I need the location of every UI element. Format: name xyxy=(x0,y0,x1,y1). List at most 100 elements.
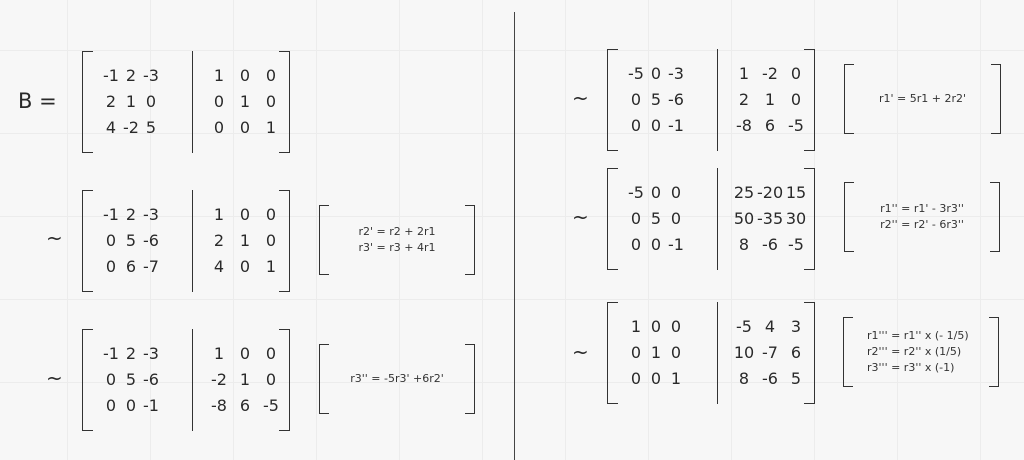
matrix-bracket-left xyxy=(82,190,93,292)
matrix-cell: 4 xyxy=(213,257,225,276)
matrix-cell: 6 xyxy=(764,116,776,135)
matrix-cell: 0 xyxy=(213,118,225,137)
matrix-cell: -2 xyxy=(123,118,139,137)
matrix-row: 8 -6 -5 xyxy=(731,233,809,257)
augment-divider-line xyxy=(192,190,193,292)
matrix-cell: 5 xyxy=(650,209,662,228)
matrix-cell: 0 xyxy=(670,343,682,362)
matrix-cell: -1 xyxy=(668,235,684,254)
note-bracket-right xyxy=(990,182,1000,252)
matrix-cell: 0 xyxy=(265,231,277,250)
matrix-cell: 0 xyxy=(650,183,662,202)
note-bracket-left xyxy=(843,317,853,387)
augment-divider-line xyxy=(192,51,193,153)
note-line: r1' = 5r1 + 2r2' xyxy=(878,92,967,105)
matrix-cell: -6 xyxy=(762,235,778,254)
matrix-cell: -20 xyxy=(757,183,784,202)
matrix-cell: -35 xyxy=(757,209,784,228)
matrix-cell: 0 xyxy=(670,317,682,336)
matrix-cell: 1 xyxy=(630,317,642,336)
matrix-bracket-left xyxy=(82,51,93,153)
matrix-cell: 2 xyxy=(125,344,137,363)
augment-divider-line xyxy=(717,168,718,270)
matrix-cell: 30 xyxy=(785,209,807,228)
equivalence-symbol: ~ xyxy=(572,86,589,110)
matrix-cell: -2 xyxy=(762,64,778,83)
matrix-cell: 0 xyxy=(630,369,642,388)
matrix-cell: 0 xyxy=(650,116,662,135)
equivalence-symbol: ~ xyxy=(572,205,589,229)
augment-divider-line xyxy=(717,302,718,404)
matrix-bracket-left xyxy=(82,329,93,431)
matrix-cell: 0 xyxy=(790,90,802,109)
matrix-cell: -1 xyxy=(103,205,119,224)
matrix-cell: 8 xyxy=(738,369,750,388)
matrix-cell: 6 xyxy=(790,343,802,362)
matrix-cell: 0 xyxy=(265,205,277,224)
note-line: r3''' = r3'' x (-1) xyxy=(867,361,955,374)
matrix-cell: 1 xyxy=(239,370,251,389)
matrix-cell: 2 xyxy=(738,90,750,109)
matrix-cell: 0 xyxy=(105,231,117,250)
matrix-bracket-right xyxy=(279,190,290,292)
note-bracket-left xyxy=(319,205,329,275)
matrix-cell: 0 xyxy=(105,257,117,276)
note-line: r3'' = -5r3' +6r2' xyxy=(350,372,444,385)
matrix-bracket-left xyxy=(607,168,618,270)
matrix-cell: -6 xyxy=(143,370,159,389)
matrix-cell: 8 xyxy=(738,235,750,254)
matrix-cell: 0 xyxy=(105,396,117,415)
note-bracket-left xyxy=(319,344,329,414)
matrix-cell: 5 xyxy=(125,370,137,389)
matrix-cell: 0 xyxy=(125,396,137,415)
note-text: r3'' = -5r3' +6r2' xyxy=(319,344,475,414)
note-bracket-right xyxy=(465,344,475,414)
matrix-cell: -5 xyxy=(788,116,804,135)
matrix-cell: 1 xyxy=(265,257,277,276)
matrix-cell: 1 xyxy=(738,64,750,83)
matrix-cell: 1 xyxy=(213,344,225,363)
matrix-cell: 10 xyxy=(733,343,755,362)
augment-divider-line xyxy=(717,49,718,151)
matrix-cell: 6 xyxy=(125,257,137,276)
matrix-cell: -5 xyxy=(788,235,804,254)
matrix-cell: 2 xyxy=(213,231,225,250)
matrix-cell: -7 xyxy=(143,257,159,276)
equivalence-symbol: ~ xyxy=(572,340,589,364)
matrix-cell: -5 xyxy=(736,317,752,336)
matrix-cell: 0 xyxy=(630,343,642,362)
matrix-cell: 2 xyxy=(125,205,137,224)
note-bracket-right xyxy=(465,205,475,275)
matrix-cell: -6 xyxy=(762,369,778,388)
matrix-cell: -3 xyxy=(668,64,684,83)
note-line: r1''' = r1'' x (- 1/5) xyxy=(867,329,969,342)
matrix-cell: 0 xyxy=(670,183,682,202)
matrix-cell: 0 xyxy=(670,209,682,228)
matrix-cell: -1 xyxy=(143,396,159,415)
note-line: r2' = r2 + 2r1 xyxy=(358,225,436,238)
